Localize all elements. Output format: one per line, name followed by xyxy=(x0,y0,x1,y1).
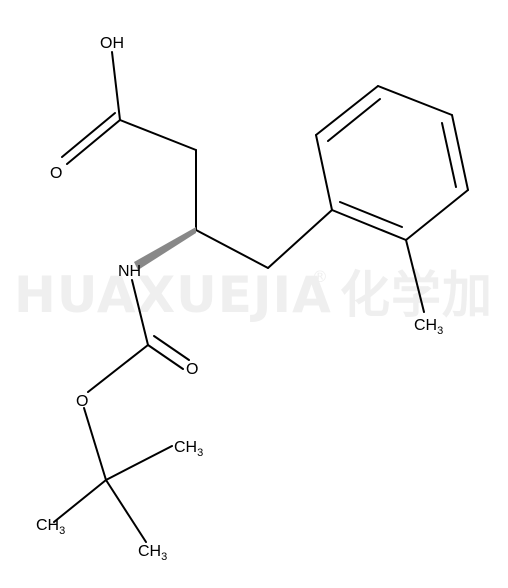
label-nh: NH xyxy=(118,263,141,280)
bond-nh-c xyxy=(131,279,149,346)
label-ch3-b: CH3 xyxy=(36,517,65,537)
label-ch3-ring: CH3 xyxy=(414,317,443,337)
bond-c-oh xyxy=(111,51,121,121)
label-ch3-a: CH3 xyxy=(174,439,203,459)
benzene-ring xyxy=(315,85,469,241)
watermark: HUAXUEJIA ® 化学加 xyxy=(14,266,493,324)
bond-chiral-ch2 xyxy=(195,229,269,269)
bond-ring-methyl xyxy=(405,239,425,313)
label-o-acid: O xyxy=(50,165,62,182)
label-o-boc: O xyxy=(186,361,198,378)
bond-c-ch2 xyxy=(119,119,197,151)
watermark-cjk: 化学加 xyxy=(340,266,493,324)
bond-tbu-ch3-b xyxy=(53,479,107,523)
bond-o-tbu xyxy=(83,407,107,481)
bond-c-oester xyxy=(87,344,149,393)
label-o-ester: O xyxy=(76,393,88,410)
label-ch3-c: CH3 xyxy=(138,543,167,563)
watermark-registered: ® xyxy=(312,267,328,286)
bond-c-o-double-1 xyxy=(66,119,121,165)
label-oh: OH xyxy=(100,35,124,52)
bond-c-o-double-a xyxy=(147,344,184,370)
bond-tbu-ch3-c xyxy=(105,479,147,543)
bond-tbu-ch3-a xyxy=(105,445,173,481)
bond-c-o-double-b xyxy=(153,335,190,361)
bond-c-o-double-2 xyxy=(61,112,116,158)
bond-ch2-ring xyxy=(267,209,333,269)
stereo-wedge-bond xyxy=(134,227,196,270)
watermark-text: HUAXUEJIA xyxy=(14,266,332,324)
